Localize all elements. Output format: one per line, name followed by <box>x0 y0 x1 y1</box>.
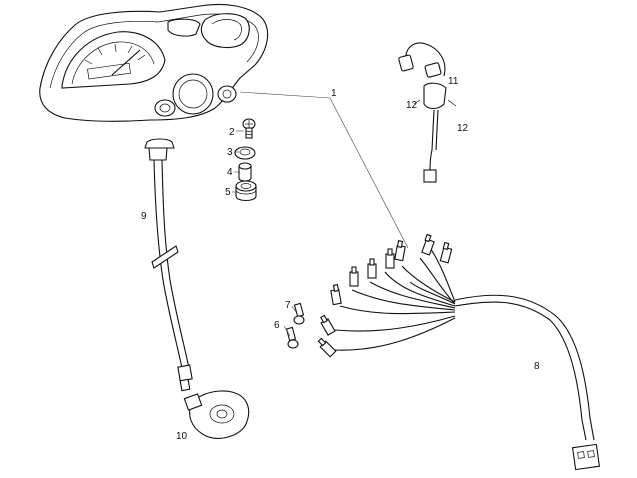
grommet-part-5 <box>235 180 257 202</box>
bulb-socket <box>367 258 377 279</box>
bulb-socket <box>394 240 406 262</box>
callout-3: 3 <box>227 147 233 158</box>
bulb-socket <box>317 337 337 358</box>
bulb-socket <box>320 314 336 336</box>
leader-lines <box>232 91 409 337</box>
callout-11: 11 <box>448 76 459 87</box>
washer-part-3 <box>234 146 256 160</box>
ignition-switch-part-11 <box>398 42 457 183</box>
callout-5: 5 <box>225 187 231 198</box>
bulb-socket <box>349 266 359 287</box>
callout-12a: 12 <box>406 100 418 111</box>
callout-10: 10 <box>176 431 188 442</box>
bulb-sockets <box>317 233 453 358</box>
callout-7: 7 <box>285 300 291 311</box>
bulb-socket <box>421 233 435 256</box>
speedo-drive-part-10 <box>183 390 250 439</box>
callout-9: 9 <box>141 211 147 222</box>
callout-12b: 12 <box>457 123 469 134</box>
wiring-harness-part-8 <box>334 247 601 471</box>
callout-1: 1 <box>331 88 337 99</box>
bulb-socket <box>439 241 453 264</box>
callout-6: 6 <box>274 320 280 331</box>
bulb-socket <box>385 248 395 269</box>
bulb-socket <box>330 284 342 306</box>
callout-8: 8 <box>534 361 540 372</box>
speedometer-cable-part-9 <box>144 138 193 392</box>
instrument-cluster <box>39 3 269 122</box>
bulb-part-7 <box>293 302 305 325</box>
bushing-part-4 <box>238 162 252 182</box>
callout-4: 4 <box>227 167 233 178</box>
bulb-part-6 <box>285 326 299 349</box>
callout-2: 2 <box>229 127 235 138</box>
screw-part-2 <box>242 118 256 139</box>
